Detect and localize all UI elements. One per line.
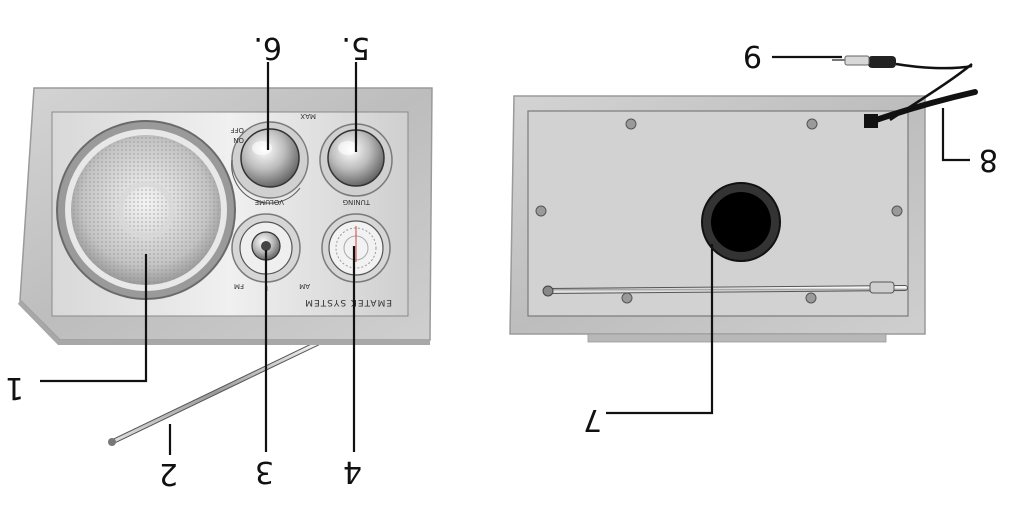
label-on: ON bbox=[233, 136, 244, 144]
back-view bbox=[509, 55, 978, 415]
audio-plug bbox=[832, 55, 973, 70]
front-view: OFF ON MAX VOLUME TUNING FM AM I bbox=[18, 62, 433, 455]
callout-numbers: 1 2 3 4 5. 6. 7 8 9 bbox=[5, 30, 998, 491]
callout-9: 9 bbox=[743, 38, 762, 73]
callout-1: 1 bbox=[5, 370, 24, 405]
callout-6: 6. bbox=[253, 30, 282, 65]
volume-knob bbox=[231, 121, 309, 204]
tuning-dial bbox=[321, 213, 391, 283]
callout-4: 4 bbox=[343, 454, 362, 489]
tuning-knob bbox=[319, 123, 393, 197]
antenna-front bbox=[108, 340, 321, 446]
callout-2: 2 bbox=[159, 456, 178, 491]
label-off: OFF bbox=[230, 126, 244, 134]
power-cord bbox=[864, 63, 978, 128]
label-tuning: TUNING bbox=[343, 198, 371, 206]
bass-port bbox=[701, 182, 781, 262]
callout-3: 3 bbox=[255, 454, 274, 489]
callout-lines-front bbox=[40, 62, 358, 455]
label-am: AM bbox=[299, 282, 310, 290]
label-fm: FM bbox=[234, 282, 244, 290]
band-switch bbox=[231, 213, 301, 283]
antenna-rear bbox=[542, 281, 908, 297]
callout-lines-back bbox=[606, 55, 970, 415]
callout-7: 7 bbox=[583, 402, 602, 437]
brand-label: EMATEK SYSTEM bbox=[304, 297, 392, 307]
callout-8: 8 bbox=[979, 142, 998, 177]
speaker-grill bbox=[56, 120, 236, 300]
callout-5: 5. bbox=[341, 30, 370, 65]
label-max: MAX bbox=[300, 112, 316, 120]
screws bbox=[535, 118, 903, 304]
label-volume: VOLUME bbox=[255, 198, 284, 206]
